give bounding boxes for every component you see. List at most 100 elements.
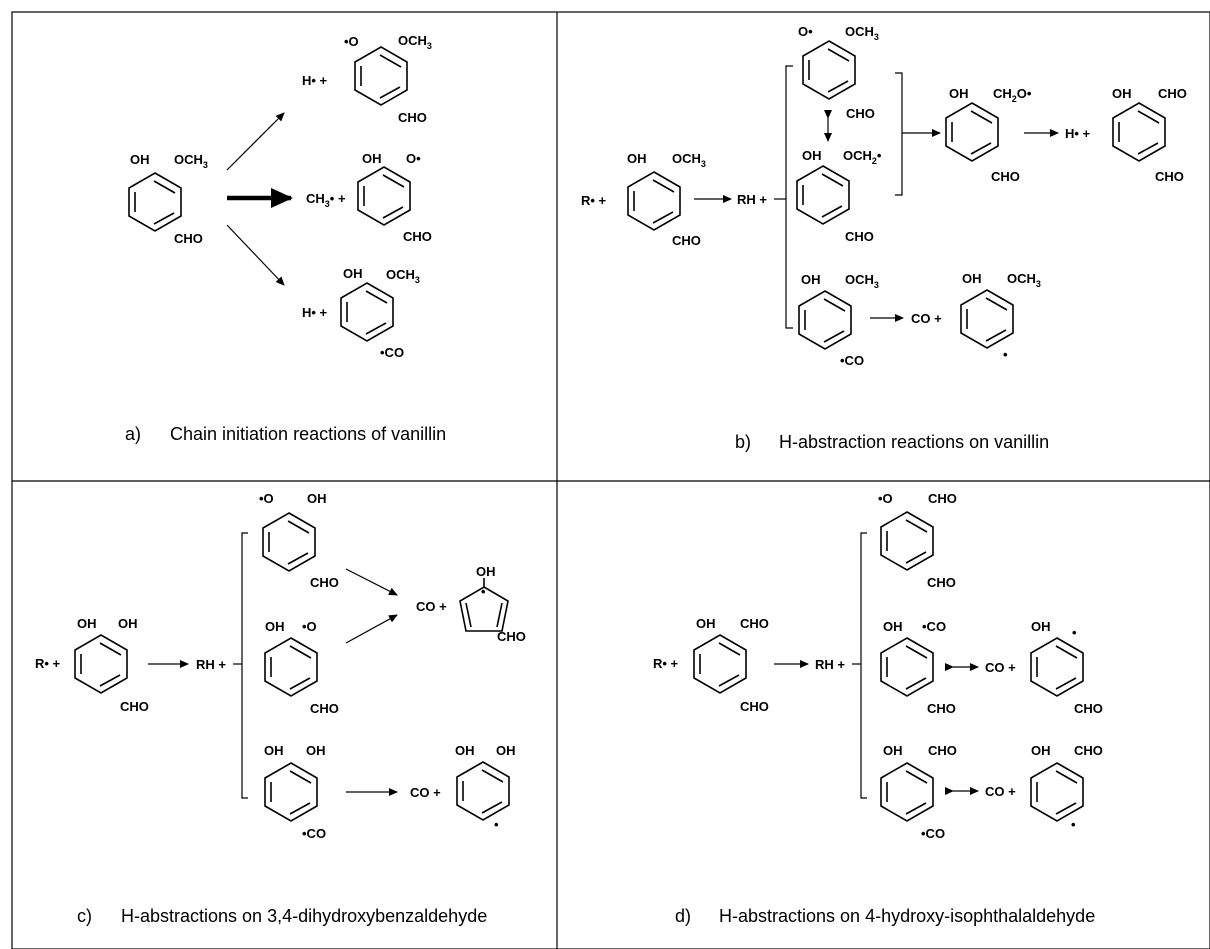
product1-sub2: OCH3 [398,33,432,51]
c-phenyl-sub2: OH [496,743,516,758]
c-co-plus-2: CO + [410,785,441,800]
reactant-sub1: OH [130,152,150,167]
d-r2: OH CHO • [1030,743,1103,832]
reactant-sub3: CHO [174,231,203,246]
panel-b: R• + OH OCH3 CHO RH + O• OCH3 CHO [581,24,1187,452]
caption-b-text: H-abstraction reactions on vanillin [779,432,1049,452]
b-res1-sub1: O• [798,24,813,39]
product3-sub2: OCH3 [386,267,420,285]
b-phenoxy-radical: O• OCH3 CHO [798,24,879,121]
b-res1-sub3: CHO [846,106,875,121]
c-arrow-2 [345,568,398,596]
b-res2-sub3: CHO [845,229,874,244]
caption-c-letter: c) [77,906,92,926]
panel-d: R• + OH CHO CHO RH + •O CHO CHO [653,491,1103,926]
b-phenyl-sub1: OH [962,271,982,286]
b-radical: R• + [581,193,607,208]
d-p2: OH •CO CHO [880,619,956,716]
c-co-plus-1: CO + [416,599,447,614]
b-final-dialdehyde: OH CHO CHO [1112,86,1187,184]
c-p1-sub2: OH [307,491,327,506]
c-p2-sub2: •O [302,619,317,634]
b-final-sub1: OH [1112,86,1132,101]
caption-a-text: Chain initiation reactions of vanillin [170,424,446,444]
b-acyl-sub3: •CO [840,353,864,368]
d-r2-sub1: OH [1031,743,1051,758]
panel-c: R• + OH OH CHO RH + •O OH CHO [35,491,526,926]
b-reactant-sub3: CHO [672,233,701,248]
d-reactant-sub1: OH [696,616,716,631]
c-p1: •O OH CHO [259,491,339,590]
b-reactant-sub1: OH [627,151,647,166]
b-left-bracket [785,65,793,329]
d-co-plus-1: CO + [985,660,1016,675]
c-p2-sub3: CHO [310,701,339,716]
d-r1: OH • CHO [1030,619,1103,716]
c-reactant: OH OH CHO [74,616,149,714]
d-p3-sub2: CHO [928,743,957,758]
c-phenyl-sub1: OH [455,743,475,758]
b-phenyl-dot: • [1003,347,1008,362]
b-res1-sub2: OCH3 [845,24,879,42]
c-p2-sub1: OH [265,619,285,634]
c-rh: RH + [196,657,226,672]
b-h-plus: H• + [1065,126,1091,141]
b-vanillin-reactant: OH OCH3 CHO [627,151,706,248]
d-p1-sub1: •O [878,491,893,506]
d-co-plus-2: CO + [985,784,1016,799]
b-rearranged: OH CH2O• CHO [945,86,1032,184]
b-right-bracket [895,72,903,196]
c-p3-sub2: OH [306,743,326,758]
b-acyl-sub2: OCH3 [845,272,879,290]
caption-a-letter: a) [125,424,141,444]
d-p2-sub2: •CO [922,619,946,634]
b-acyl-radical: OH OCH3 •CO [798,272,879,368]
d-p3-sub3: •CO [921,826,945,841]
product1-sub1: •O [344,34,359,49]
c-bracket [241,532,248,799]
product-phenoxy: H• + •O OCH3 CHO [302,33,432,125]
vanillin-reactant: OH OCH3 CHO [128,152,208,246]
product-methyl-loss: CH3• + OH O• CHO [306,151,432,244]
arrow-up [226,112,285,171]
c-reactant-sub2: OH [118,616,138,631]
d-p3-sub1: OH [883,743,903,758]
d-radical: R• + [653,656,679,671]
product2-prefix: CH3• + [306,191,346,209]
b-res2-sub2: OCH2• [843,148,882,166]
d-p3: OH CHO •CO [880,743,957,841]
d-p2-sub3: CHO [927,701,956,716]
c-radical: R• + [35,656,61,671]
c-reactant-sub3: CHO [120,699,149,714]
caption-c-text: H-abstractions on 3,4-dihydroxybenzaldeh… [121,906,487,926]
d-bracket [860,532,867,799]
b-reactant-sub2: OCH3 [672,151,706,169]
b-methoxy-radical: OH OCH2• CHO [796,148,882,244]
d-p2-sub1: OH [883,619,903,634]
c-cyclo-side: CHO [497,629,526,644]
b-rearr-sub3: CHO [991,169,1020,184]
d-reactant-sub3: CHO [740,699,769,714]
caption-d-text: H-abstractions on 4-hydroxy-isophthalald… [719,906,1095,926]
c-p1-sub1: •O [259,491,274,506]
b-acyl-sub1: OH [801,272,821,287]
c-cyclopentadienyl: OH • CHO [459,564,526,644]
d-p1: •O CHO CHO [878,491,957,590]
d-reactant: OH CHO CHO [693,616,769,714]
c-arrow-3 [345,614,398,644]
arrow-down [226,224,285,286]
product3-sub3: •CO [380,345,404,360]
b-rearr-sub1: OH [949,86,969,101]
c-phenyl-dot: • [494,817,499,832]
c-p2: OH •O CHO [264,619,339,716]
b-rearr-sub2: CH2O• [993,86,1032,104]
b-res2-sub1: OH [802,148,822,163]
c-cyclo-dot: • [481,584,486,599]
c-p3: OH OH •CO [264,743,326,841]
d-r2-dot: • [1071,817,1076,832]
b-final-sub2: CHO [1158,86,1187,101]
b-final-sub3: CHO [1155,169,1184,184]
caption-b-letter: b) [735,432,751,452]
